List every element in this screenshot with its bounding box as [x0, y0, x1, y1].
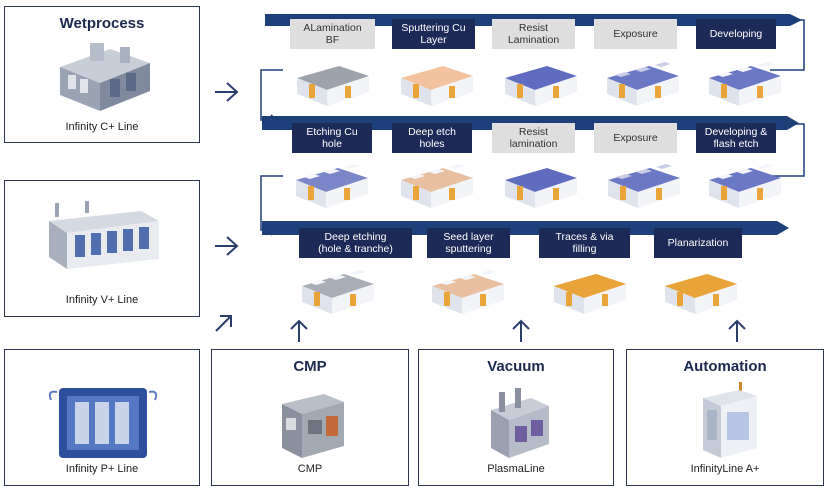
- cross-section-exposed: [605, 56, 681, 113]
- cross-section-grey-etched: [300, 264, 376, 321]
- arrow-up-icon: [512, 319, 530, 342]
- flow-connector-left-2: [260, 175, 283, 236]
- step-planarization: Planarization: [654, 228, 742, 258]
- infinity-p-box: Infinity P+ Line: [4, 349, 200, 486]
- cross-section-copper-etched: [430, 264, 506, 321]
- step-exposure: Exposure: [594, 19, 677, 49]
- cross-section-exposed: [606, 158, 682, 215]
- step-developing: Developing: [696, 19, 776, 49]
- automation-machine-image: [703, 382, 757, 458]
- cross-section-etched: [294, 158, 370, 215]
- step-deep-etching: Deep etching (hole & tranche): [299, 228, 412, 258]
- step-sputtering-cu: Sputtering Cu Layer: [392, 19, 475, 49]
- flow-connector-right-2: [770, 123, 805, 177]
- arrow-right-icon: [215, 82, 239, 102]
- step-seed-layer: Seed layer sputtering: [427, 228, 510, 258]
- infinity-v-box: Infinity V+ Line: [4, 180, 200, 317]
- automation-caption: InfinityLine A+: [690, 463, 760, 475]
- step-exposure-2: Exposure: [594, 123, 677, 153]
- vacuum-caption: PlasmaLine: [487, 463, 545, 475]
- wetprocess-title: Wetprocess: [59, 15, 145, 32]
- cross-section-orange: [552, 264, 628, 321]
- vacuum-title: Vacuum: [487, 358, 545, 375]
- cmp-title: CMP: [293, 358, 327, 375]
- cross-section-resist: [503, 158, 579, 215]
- wetprocess-machine-image: [60, 43, 150, 111]
- step-resist-lamination-2: Resist lamination: [492, 123, 575, 153]
- flow-connector-left-1: [260, 69, 283, 126]
- vacuum-machine-image: [491, 388, 549, 458]
- step-traces-via-filling: Traces & via filling: [539, 228, 630, 258]
- step-developing-flash-etch: Developing & flash etch: [696, 123, 776, 153]
- cmp-caption: CMP: [297, 463, 323, 475]
- cross-section-developed: [707, 56, 783, 113]
- infinity-v-caption: Infinity V+ Line: [65, 294, 139, 306]
- step-deep-etch-holes: Deep etch holes: [392, 123, 472, 153]
- arrow-up-right-icon: [215, 315, 232, 332]
- step-resist-lamination: Resist Lamination: [492, 19, 575, 49]
- automation-box: Automation InfinityLine A+: [626, 349, 824, 486]
- step-lamination-bf: ALamination BF: [290, 19, 375, 49]
- cmp-machine-image: [282, 394, 344, 458]
- cross-section-developed: [707, 158, 783, 215]
- step-etching-cu-hole: Etching Cu hole: [292, 123, 372, 153]
- cross-section-copper-etched: [399, 158, 475, 215]
- arrow-up-icon: [290, 319, 308, 342]
- wetprocess-box: Wetprocess Infinity C+ Line: [4, 6, 200, 143]
- infinity-v-machine-image: [49, 201, 159, 269]
- arrow-up-icon: [728, 319, 746, 342]
- wetprocess-caption: Infinity C+ Line: [65, 121, 139, 133]
- vacuum-box: Vacuum PlasmaLine: [418, 349, 614, 486]
- arrow-right-icon: [215, 236, 239, 256]
- cross-section-grey: [295, 56, 371, 113]
- cross-section-planar: [663, 264, 739, 321]
- infinity-p-machine-image: [48, 388, 158, 458]
- infinity-p-caption: Infinity P+ Line: [65, 463, 139, 475]
- cmp-box: CMP CMP: [211, 349, 409, 486]
- cross-section-resist: [503, 56, 579, 113]
- cross-section-copper: [399, 56, 475, 113]
- flow-connector-right: [770, 19, 805, 71]
- automation-title: Automation: [683, 358, 767, 375]
